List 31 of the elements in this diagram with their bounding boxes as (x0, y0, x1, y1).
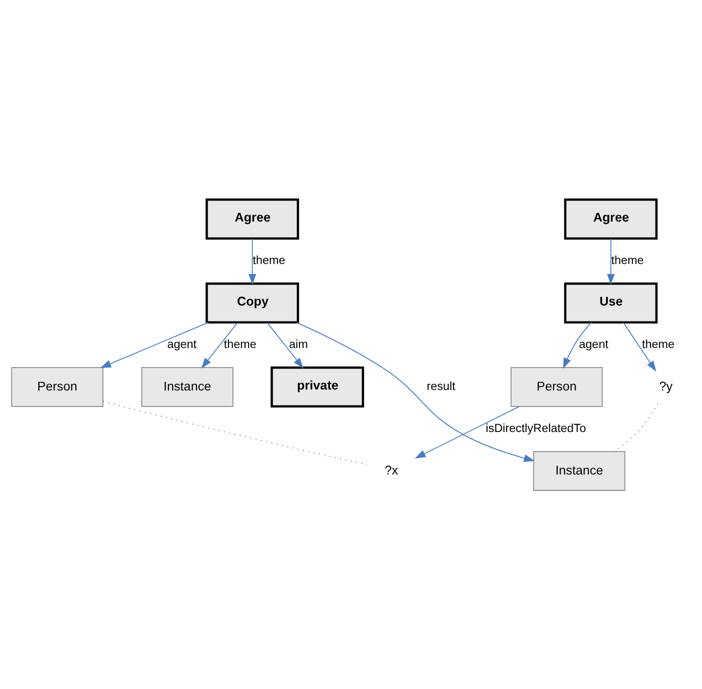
arrow (607, 238, 615, 284)
edge-label: aim (288, 338, 308, 351)
edge-label: isDirectlyRelatedTo (486, 422, 586, 435)
edge-label: theme (224, 338, 256, 351)
node-box: Use (564, 282, 658, 324)
node-box: Agree (564, 198, 658, 240)
node-box: Instance (141, 366, 234, 406)
node-box: Agree (206, 198, 300, 240)
arrow (296, 322, 535, 462)
arrow (622, 322, 656, 372)
node-box: Person (11, 366, 104, 406)
connector (613, 402, 658, 452)
arrow (414, 406, 520, 458)
edge-label: theme (611, 254, 644, 267)
arrow (100, 322, 209, 368)
edge-label: theme (252, 254, 286, 267)
node-text: ?y (659, 378, 673, 393)
edge-label: result (426, 380, 456, 393)
arrow (266, 322, 304, 368)
node-box: Copy (206, 282, 300, 324)
edge-label: agent (579, 338, 608, 351)
connector (102, 400, 368, 465)
node-text: ?x (384, 462, 398, 477)
node-box: Instance (533, 450, 626, 490)
arrow (562, 322, 592, 368)
node-box: private (270, 366, 364, 408)
arrow (248, 238, 256, 284)
arrow (201, 322, 238, 368)
edge-label: theme (642, 338, 675, 351)
node-box: Person (510, 366, 603, 406)
edge-label: agent (167, 338, 197, 351)
